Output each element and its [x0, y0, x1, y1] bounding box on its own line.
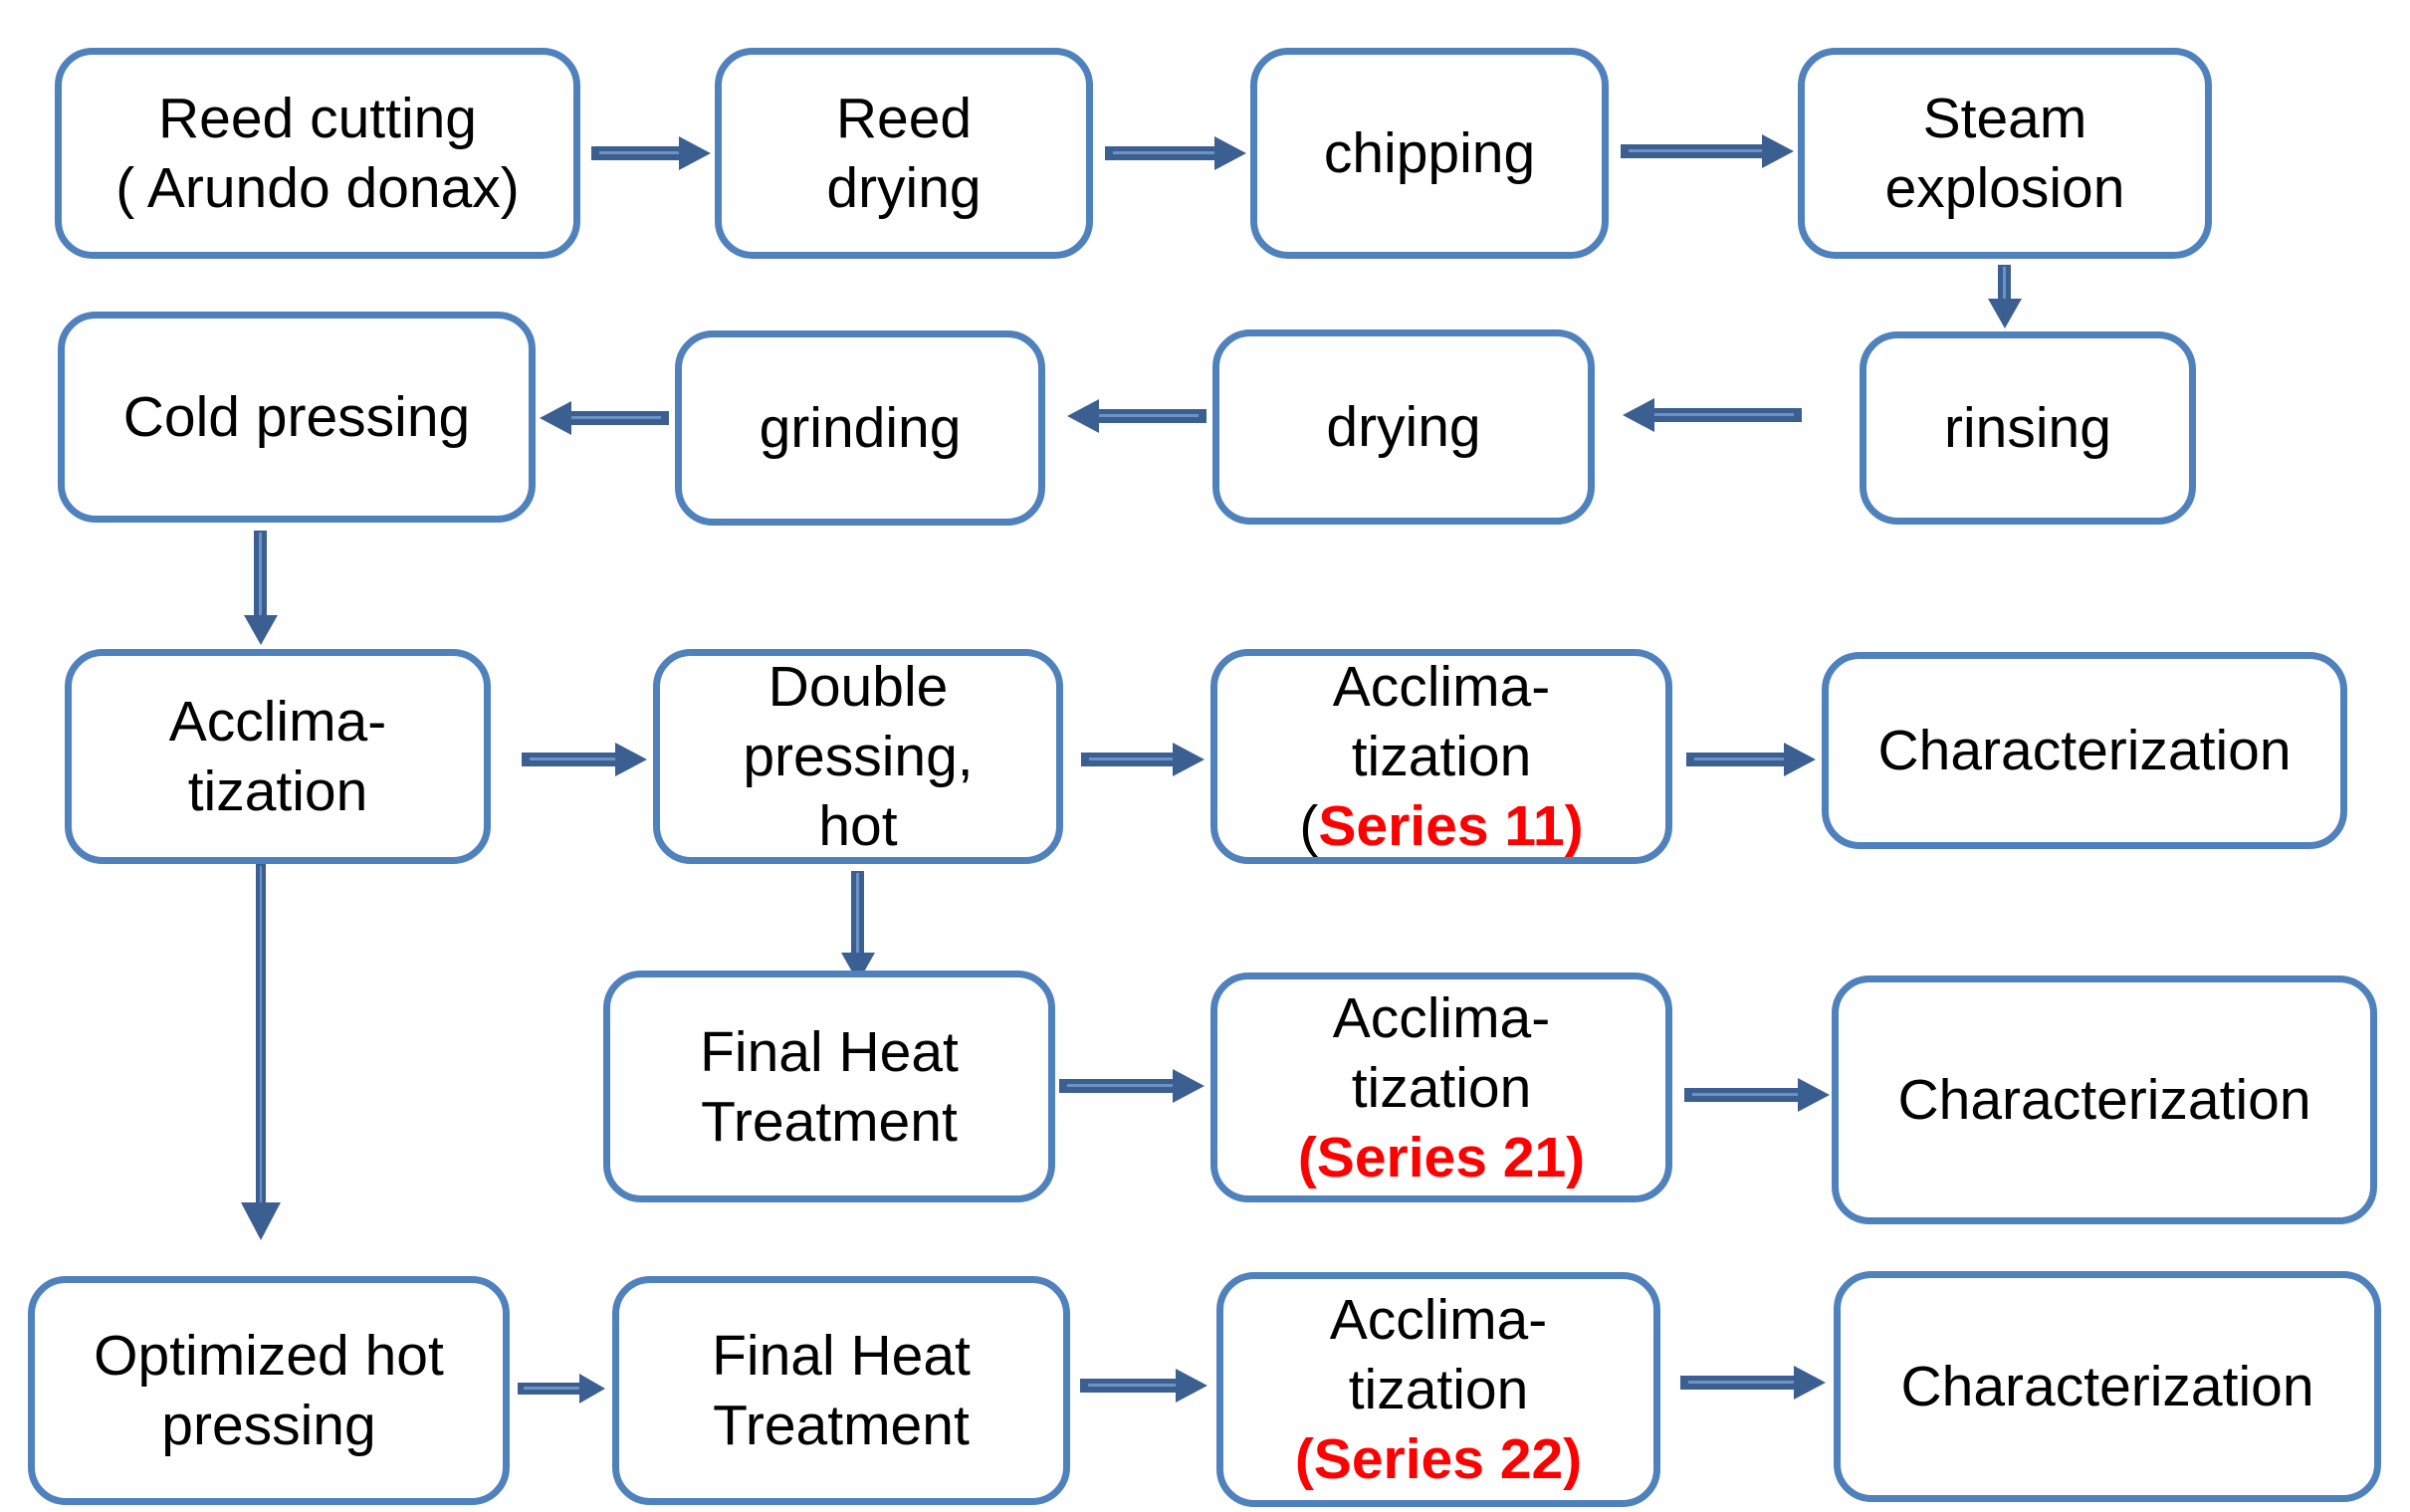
arrow-head	[1214, 136, 1246, 170]
node-acclimatization-series-22: Acclima- tization (Series 22)	[1216, 1272, 1660, 1507]
arrow-reed-drying-to-chipping	[1105, 136, 1246, 170]
node-double-pressing-hot: Double pressing, hot	[653, 649, 1063, 864]
arrow-head	[244, 615, 278, 645]
arrow-head	[1988, 299, 2022, 328]
arrow-rinsing-to-drying	[1623, 398, 1802, 432]
arrow-shaft	[851, 871, 864, 957]
arrow-shaft	[1095, 409, 1206, 423]
arrow-head	[1176, 1369, 1207, 1403]
node-characterization-3: Characterization	[1834, 1271, 2381, 1502]
node-label: Final Heat Treatment	[712, 1324, 971, 1457]
arrow-steam-explosion-to-rinsing	[1988, 265, 2022, 328]
arrow-final-heat-treatment-2-to-acclimatization-series-22	[1080, 1369, 1207, 1403]
node-final-heat-treatment-1: Final Heat Treatment	[603, 971, 1055, 1202]
node-chipping: chipping	[1250, 48, 1609, 259]
arrow-head	[241, 1202, 281, 1240]
arrow-drying-to-grinding	[1067, 399, 1206, 433]
arrow-shaft	[1686, 753, 1788, 766]
arrow-cold-pressing-to-acclimatization	[244, 531, 278, 645]
arrow-head	[1173, 743, 1205, 776]
node-label: Acclima- tization	[168, 690, 387, 823]
arrow-grinding-to-cold-pressing	[540, 401, 669, 435]
node-optimized-hot-pressing: Optimized hot pressing	[28, 1276, 510, 1505]
arrow-shaft	[1621, 144, 1766, 158]
arrow-head	[1794, 1366, 1826, 1400]
node-final-heat-treatment-2: Final Heat Treatment	[612, 1276, 1070, 1505]
node-label: Optimized hot pressing	[94, 1324, 444, 1457]
node-label: Cold pressing	[122, 385, 471, 449]
arrow-head	[615, 743, 647, 776]
arrow-head	[1784, 743, 1816, 776]
series-label: (Series 22)	[1295, 1424, 1582, 1494]
series-text: Series 11)	[1318, 794, 1584, 858]
arrow-shaft	[254, 531, 267, 619]
node-label: grinding	[759, 396, 962, 460]
arrow-shaft	[1684, 1088, 1802, 1102]
arrow-head	[1067, 399, 1099, 433]
arrow-shaft	[1105, 146, 1218, 160]
arrow-optimized-hot-pressing-to-final-heat-treatment-2	[518, 1374, 605, 1404]
arrow-head	[1173, 1069, 1205, 1103]
node-acclimatization: Acclima- tization	[65, 649, 491, 864]
node-characterization-2: Characterization	[1832, 975, 2377, 1224]
series-label: (Series 21)	[1298, 1123, 1585, 1192]
node-rinsing: rinsing	[1860, 331, 2196, 525]
arrow-shaft	[256, 864, 266, 1206]
node-label: Characterization	[1897, 1068, 2311, 1132]
node-label: Characterization	[1877, 719, 2292, 782]
node-label: Acclima- tization	[1332, 985, 1551, 1120]
node-label: Double pressing, hot	[743, 655, 974, 858]
node-label: Characterization	[1900, 1355, 2314, 1418]
arrow-acclimatization-series-11-to-characterization-1	[1686, 743, 1816, 776]
series-label: (Series 11)	[1299, 791, 1583, 861]
arrow-shaft	[1059, 1079, 1177, 1093]
node-label: drying	[1326, 395, 1481, 459]
node-grinding: grinding	[675, 330, 1045, 526]
node-label: Reed drying	[826, 87, 982, 220]
node-label: Acclima- tization	[1332, 655, 1551, 788]
arrow-shaft	[1080, 1379, 1180, 1393]
arrow-acclimatization-series-21-to-characterization-2	[1684, 1078, 1830, 1112]
series-text: (Series 22)	[1294, 1427, 1583, 1491]
node-label: Acclima- tization	[1329, 1288, 1548, 1421]
arrow-head	[1798, 1078, 1830, 1112]
arrow-shaft	[1081, 753, 1177, 766]
node-reed-drying: Reed drying	[715, 48, 1093, 259]
arrow-shaft	[591, 146, 683, 160]
node-steam-explosion: Steam explosion	[1798, 48, 2212, 259]
arrow-shaft	[1650, 408, 1802, 422]
node-acclimatization-series-21: Acclima- tization (Series 21)	[1210, 972, 1672, 1202]
arrow-acclimatization-series-22-to-characterization-3	[1680, 1366, 1826, 1400]
arrow-final-heat-treatment-1-to-acclimatization-series-21	[1059, 1069, 1205, 1103]
node-label: Reed cutting ( Arundo donax)	[115, 87, 520, 220]
node-characterization-1: Characterization	[1822, 652, 2347, 849]
node-reed-cutting: Reed cutting ( Arundo donax)	[55, 48, 580, 259]
node-cold-pressing: Cold pressing	[58, 312, 536, 523]
arrow-shaft	[518, 1383, 583, 1395]
node-acclimatization-series-11: Acclima- tization (Series 11)	[1210, 649, 1672, 864]
arrow-reed-cutting-to-reed-drying	[591, 136, 711, 170]
arrow-acclimatization-to-double-pressing-hot	[522, 743, 647, 776]
node-label: Steam explosion	[1884, 87, 2125, 220]
node-label: rinsing	[1944, 396, 2111, 460]
arrow-chipping-to-steam-explosion	[1621, 134, 1794, 168]
arrow-acclimatization-to-optimized-hot-pressing	[241, 864, 281, 1240]
arrow-head	[579, 1374, 605, 1404]
arrow-shaft	[1998, 265, 2011, 303]
series-prefix: (	[1299, 794, 1319, 858]
arrow-head	[679, 136, 711, 170]
arrow-shaft	[522, 753, 619, 766]
node-drying: drying	[1212, 329, 1595, 525]
series-text: (Series 21)	[1297, 1125, 1586, 1189]
arrow-double-pressing-hot-to-final-heat-treatment-1	[841, 871, 875, 982]
node-label: chipping	[1323, 121, 1536, 185]
arrow-shaft	[1680, 1376, 1798, 1390]
arrow-shaft	[567, 411, 669, 425]
arrow-head	[1623, 398, 1654, 432]
node-label: Final Heat Treatment	[700, 1019, 959, 1154]
arrow-double-pressing-hot-to-acclimatization-series-11	[1081, 743, 1205, 776]
arrow-head	[540, 401, 571, 435]
arrow-head	[1762, 134, 1794, 168]
